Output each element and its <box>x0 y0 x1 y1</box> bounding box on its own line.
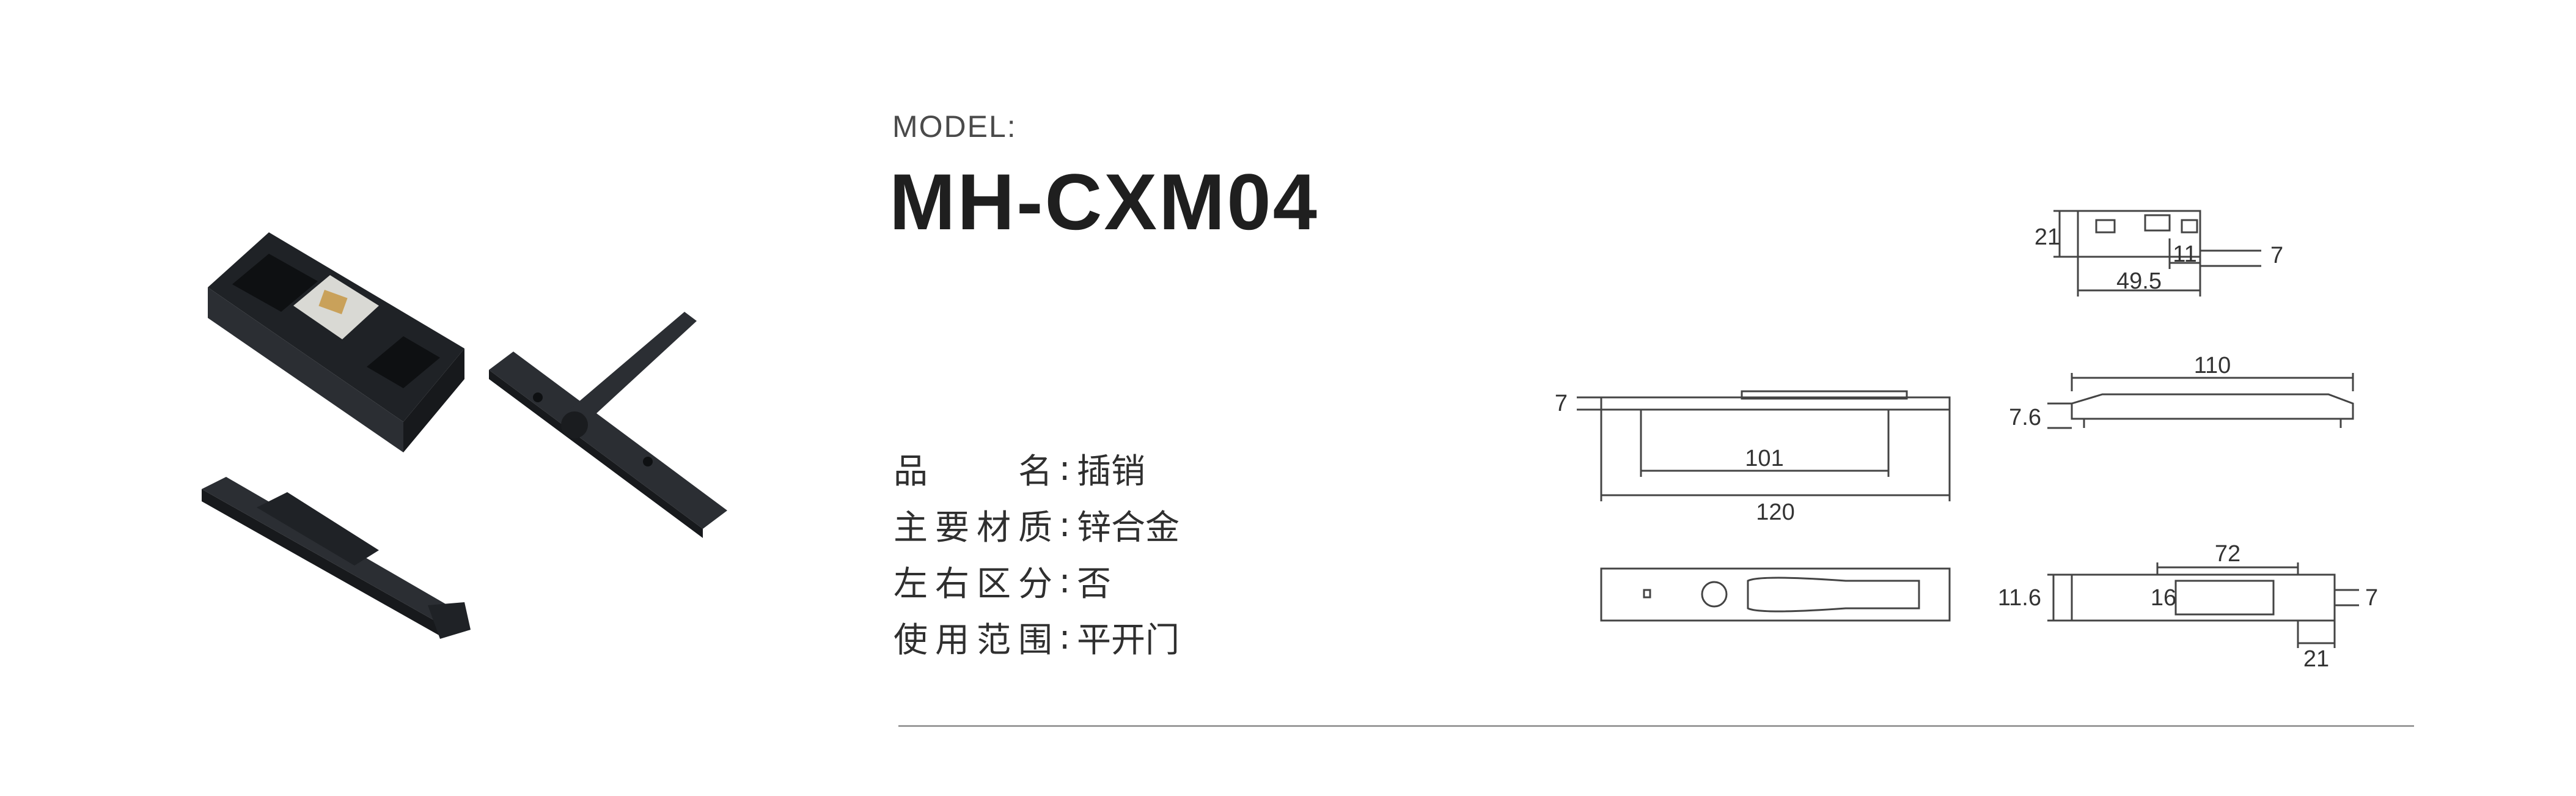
spec-value: 插销 <box>1077 451 1145 492</box>
drawing-front-view-left <box>1600 567 1951 622</box>
model-label: MODEL: <box>892 109 1017 144</box>
spec-row-material: 主要材质 : 锌合金 <box>894 496 1180 553</box>
dim-bolt-small: 7 <box>2365 585 2378 611</box>
product-photo <box>202 232 727 639</box>
dim-side-left-inner: 101 <box>1745 446 1783 471</box>
spec-value: 平开门 <box>1077 620 1180 660</box>
dim-side-right-total: 110 <box>2194 353 2231 378</box>
divider <box>898 725 2414 727</box>
dim-side-right-height: 7.6 <box>2009 405 2041 430</box>
drawing-side-view-left <box>1577 390 1951 501</box>
model-code: MH-CXM04 <box>889 157 1319 246</box>
dim-bolt-inner: 16 <box>2151 585 2176 611</box>
dim-top-height: 21 <box>2035 224 2060 250</box>
spec-value: 否 <box>1077 564 1111 604</box>
dim-side-left-total: 120 <box>1756 499 1794 525</box>
spec-colon: : <box>1059 617 1071 657</box>
spec-colon: : <box>1059 504 1071 545</box>
brass-pin <box>318 290 348 314</box>
spec-key: 主要材质 <box>894 507 1052 548</box>
drawing-top-view <box>2053 210 2261 297</box>
spec-row-usage: 使用范围 : 平开门 <box>894 609 1180 665</box>
spec-row-name: 品名 : 插销 <box>894 440 1180 496</box>
dim-bolt-width: 72 <box>2215 541 2240 567</box>
bolt <box>202 477 471 639</box>
dim-bolt-height: 11.6 <box>1998 585 2041 611</box>
spec-row-handedness: 左右区分 : 否 <box>894 553 1180 609</box>
lever-plate <box>489 312 727 538</box>
dim-side-left-height: 7 <box>1555 391 1568 416</box>
spec-key: 左右区分 <box>894 564 1052 604</box>
spec-colon: : <box>1059 448 1071 488</box>
spec-colon: : <box>1059 561 1071 601</box>
drawing-side-view-right <box>2047 373 2354 429</box>
drawing-bolt-view <box>2047 562 2359 648</box>
spec-value: 锌合金 <box>1077 507 1180 548</box>
dim-top-width: 49.5 <box>2116 268 2162 294</box>
spec-list: 品名 : 插销 主要材质 : 锌合金 左右区分 : 否 使用范围 : 平开门 <box>894 440 1180 665</box>
spec-key: 品名 <box>894 451 1052 492</box>
spec-key: 使用范围 <box>894 620 1052 660</box>
technical-drawings: 21 49.5 11 7 7 101 120 110 7.6 72 11.6 1… <box>1555 210 2378 672</box>
strike-box <box>208 232 464 452</box>
dim-bolt-tail: 21 <box>2303 646 2329 672</box>
dim-top-slot-width: 11 <box>2173 241 2196 267</box>
dim-top-slot-height: 7 <box>2270 243 2283 268</box>
